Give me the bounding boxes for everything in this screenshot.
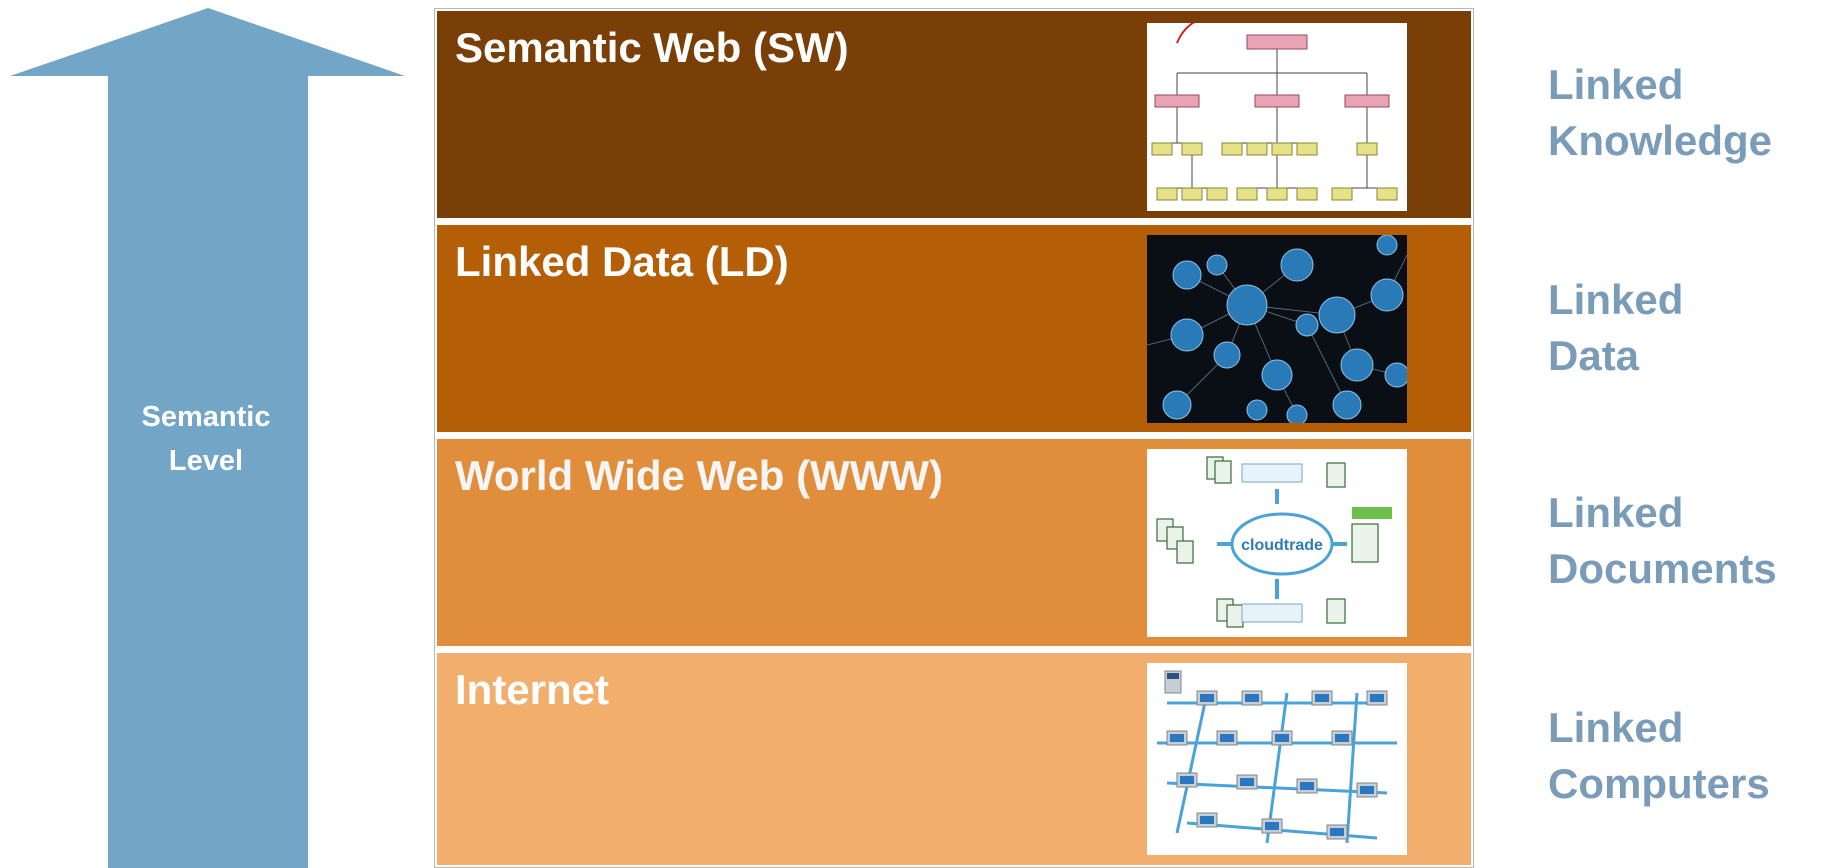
right-label-line1: Linked	[1548, 704, 1684, 751]
right-label-line2: Data	[1548, 332, 1640, 379]
label-linked-documents: Linked Documents	[1548, 485, 1777, 597]
layer-linked-data: Linked Data (LD)	[437, 225, 1471, 432]
layer-title-world-wide-web: World Wide Web (WWW)	[455, 452, 943, 499]
semantic-level-arrow	[10, 8, 405, 868]
cloudtrade-label: cloudtrade	[1241, 537, 1323, 554]
right-label-line1: Linked	[1548, 276, 1684, 323]
linked-data-cloud-image	[1147, 235, 1407, 423]
label-linked-knowledge: Linked Knowledge	[1548, 57, 1772, 169]
cloudtrade-network-image: cloudtrade	[1147, 449, 1407, 637]
arrow-label-line2: Level	[168, 445, 244, 477]
ontology-tree-image	[1147, 23, 1407, 211]
layer-title-linked-data: Linked Data (LD)	[455, 238, 789, 285]
right-label-line1: Linked	[1548, 61, 1684, 108]
right-label-line1: Linked	[1548, 489, 1684, 536]
right-label-line2: Computers	[1548, 760, 1770, 807]
right-label-line2: Documents	[1548, 545, 1777, 592]
label-linked-computers: Linked Computers	[1548, 700, 1770, 812]
layer-internet: Internet	[437, 653, 1471, 865]
layer-title-semantic-web: Semantic Web (SW)	[455, 24, 849, 71]
semantic-level-label: Semantic Level	[108, 395, 304, 483]
layer-title-internet: Internet	[455, 666, 610, 713]
label-linked-data: Linked Data	[1548, 272, 1683, 384]
arrow-shape	[10, 8, 405, 868]
layer-stack: Semantic Web (SW)	[434, 8, 1474, 868]
computer-network-image	[1147, 663, 1407, 855]
arrow-label-line1: Semantic	[141, 401, 271, 433]
right-label-line2: Knowledge	[1548, 117, 1773, 164]
layer-world-wide-web: World Wide Web (WWW) cloudtrade	[437, 439, 1471, 646]
layer-semantic-web: Semantic Web (SW)	[437, 11, 1471, 218]
